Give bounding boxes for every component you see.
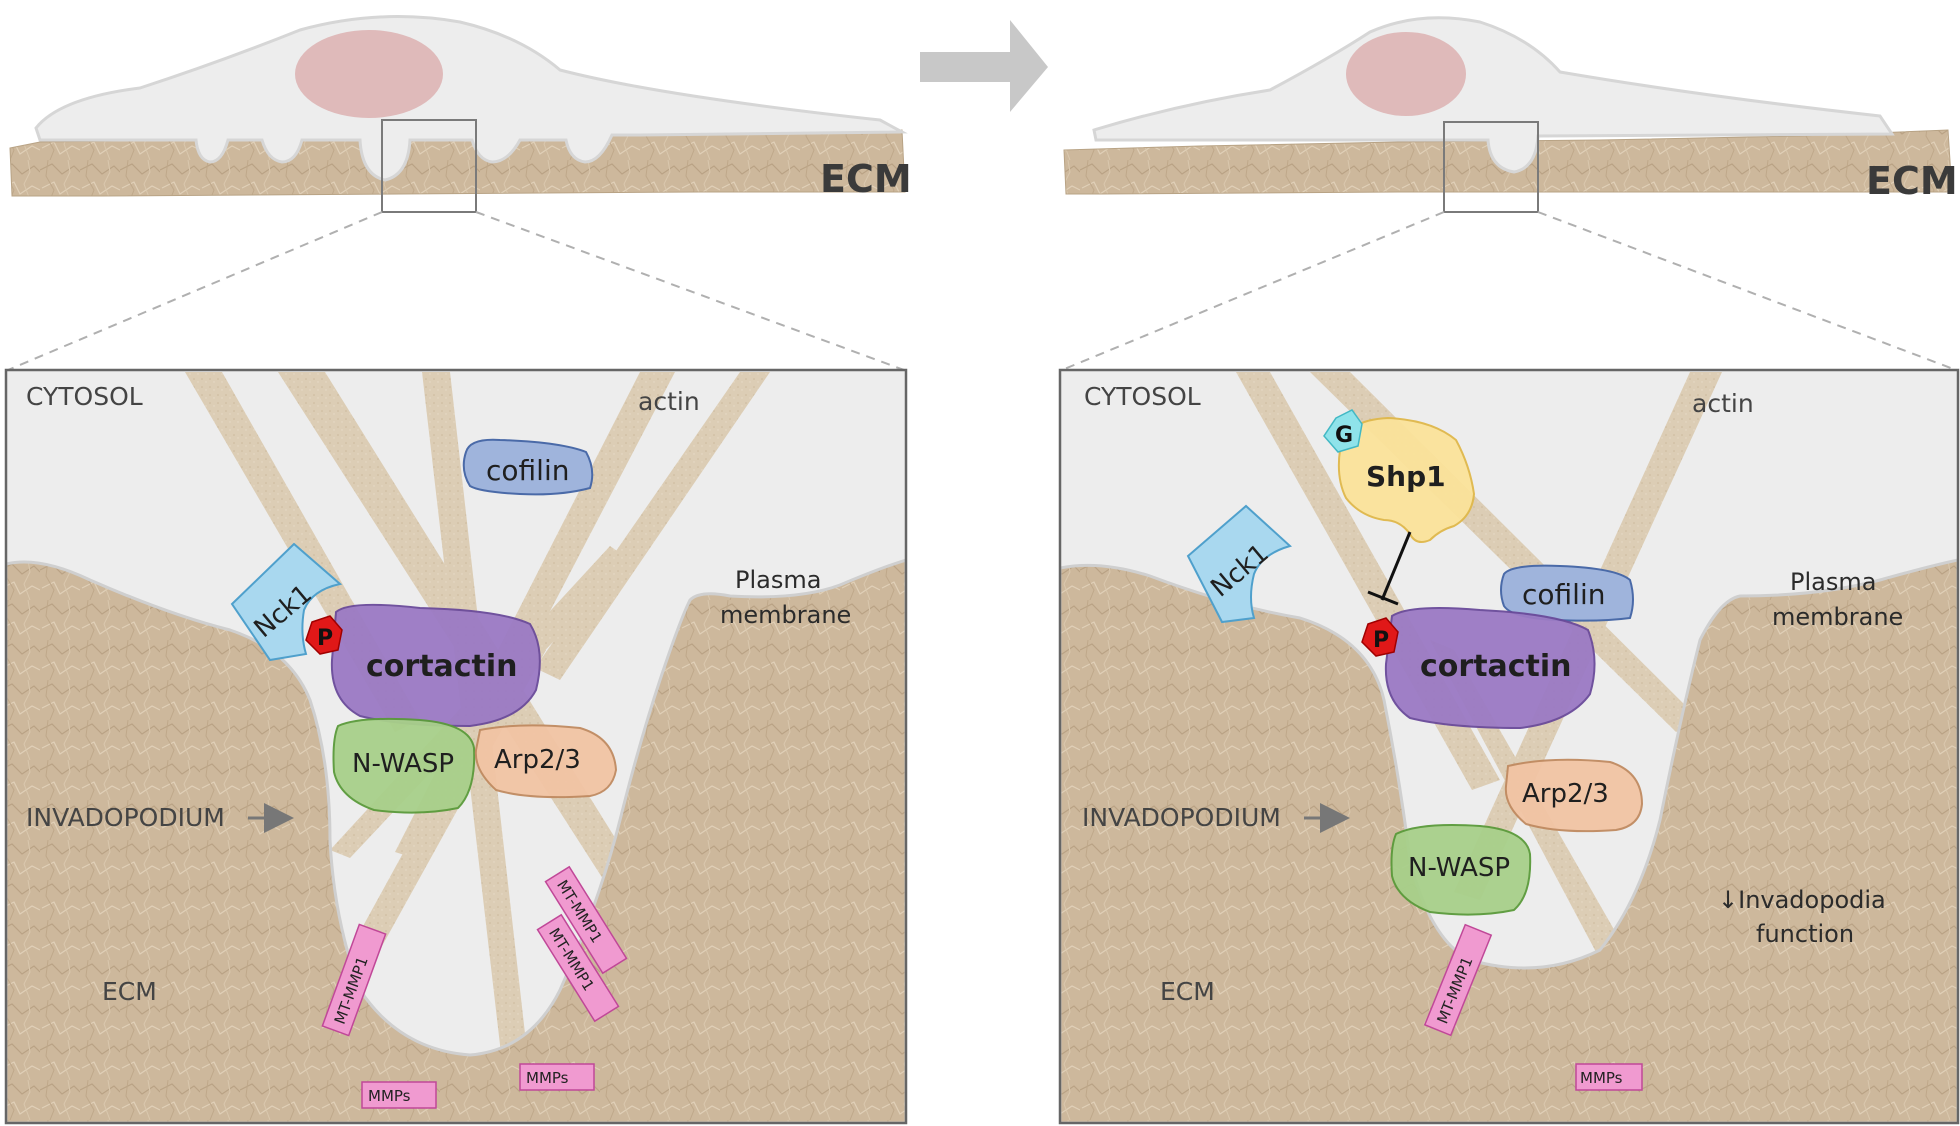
svg-text:G: G	[1335, 423, 1353, 448]
svg-text:Arp2/3: Arp2/3	[1522, 779, 1609, 809]
nucleus-top-right	[1346, 32, 1466, 116]
zoom-box-top-left	[381, 119, 477, 213]
ecm-label-top-left: ECM	[820, 157, 912, 201]
phospho-left: P	[305, 615, 343, 655]
svg-text:cofilin: cofilin	[486, 454, 569, 487]
actin-label-left: actin	[638, 387, 700, 416]
effect-label-line2: function	[1756, 920, 1854, 948]
cofilin-right: cofilin	[1500, 564, 1634, 622]
nwasp-right: N-WASP	[1390, 824, 1532, 916]
top-left-cell-overview: ECM	[9, 15, 912, 213]
svg-text:Shp1: Shp1	[1366, 460, 1446, 493]
nck1-left: Nck1	[230, 542, 343, 662]
membrane-label-right: membrane	[1772, 603, 1903, 631]
svg-text:cortactin: cortactin	[366, 649, 518, 684]
cell-body-top-right	[1092, 16, 1895, 174]
svg-text:N-WASP: N-WASP	[352, 749, 454, 779]
svg-text:MMPs: MMPs	[1580, 1069, 1623, 1087]
svg-text:MMPs: MMPs	[526, 1069, 569, 1087]
svg-text:P: P	[1373, 628, 1389, 653]
ecm-region-left	[6, 558, 906, 1123]
actin-label-right: actin	[1692, 389, 1754, 418]
nucleus-top-left	[295, 30, 443, 118]
arp23-right: Arp2/3	[1504, 758, 1644, 833]
cortactin-right: cortactin	[1384, 607, 1596, 730]
nck1-right: Nck1	[1186, 504, 1293, 624]
right-detail-panel	[1060, 370, 1958, 1123]
zoom-box-top-right	[1443, 121, 1539, 213]
mmps-right: MMPs	[1575, 1063, 1643, 1091]
mmps-left-a: MMPs	[361, 1081, 437, 1109]
svg-text:cortactin: cortactin	[1420, 649, 1572, 684]
invadopodium-label-left: INVADOPODIUM	[26, 803, 225, 832]
ecm-label-top-right: ECM	[1866, 159, 1958, 203]
svg-text:P: P	[317, 626, 333, 651]
top-right-cell-overview: ECM	[1063, 16, 1958, 213]
effect-label-line1: ↓Invadopodia	[1718, 886, 1886, 914]
inhibition-line-right	[1367, 531, 1412, 606]
nwasp-left: N-WASP	[332, 717, 476, 814]
ecm-label-right: ECM	[1160, 977, 1215, 1006]
cell-body-top-left	[34, 15, 908, 182]
svg-text:MMPs: MMPs	[368, 1087, 411, 1105]
membrane-label-left: membrane	[720, 601, 851, 629]
plasma-label-right: Plasma	[1790, 568, 1876, 596]
cofilin-left: cofilin	[462, 438, 594, 496]
cytosol-label-right: CYTOSOL	[1084, 382, 1201, 411]
svg-text:cofilin: cofilin	[1522, 578, 1605, 611]
ecm-region-right	[1060, 558, 1958, 1123]
cortactin-left: cortactin	[330, 603, 541, 728]
shp1-right: Shp1	[1337, 416, 1476, 543]
arp23-left: Arp2/3	[474, 724, 618, 799]
left-panel-frame	[4, 368, 908, 1125]
g-marker-right: G	[1323, 409, 1363, 453]
mmps-left-b: MMPs	[519, 1063, 595, 1091]
cytosol-label-left: CYTOSOL	[26, 382, 143, 411]
plasma-label-left: Plasma	[735, 566, 821, 594]
svg-text:N-WASP: N-WASP	[1408, 853, 1510, 883]
transition-arrow	[920, 20, 1048, 112]
svg-text:Arp2/3: Arp2/3	[494, 745, 581, 775]
phospho-right: P	[1361, 617, 1399, 657]
right-panel-frame	[1058, 368, 1960, 1125]
ecm-label-left: ECM	[102, 977, 157, 1006]
invadopodium-label-right: INVADOPODIUM	[1082, 803, 1281, 832]
zoom-lines	[7, 211, 1957, 371]
